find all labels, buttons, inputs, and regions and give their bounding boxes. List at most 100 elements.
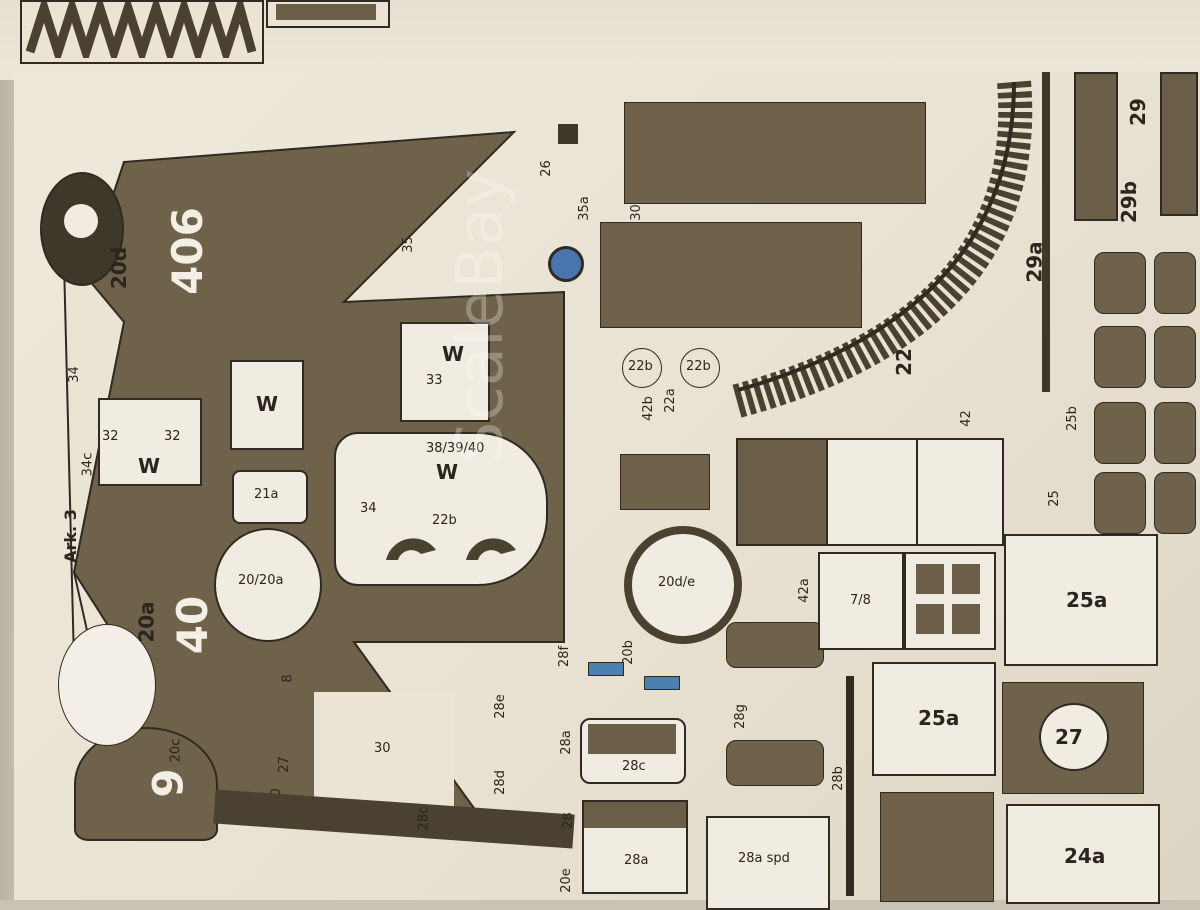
part-25b-3 [1094, 326, 1146, 388]
label-33: 33 [426, 373, 443, 388]
part-20-20a-circle: 20/20a [214, 528, 322, 642]
label-35: 35 [400, 236, 416, 253]
label-28a-spd: 28a spd [738, 851, 790, 866]
label-25: 25 [1046, 490, 1062, 507]
part-9-shape [74, 727, 218, 841]
part-27-dark-circle [40, 172, 124, 286]
label-7-8: 7/8 [850, 593, 871, 608]
label-29a: 29a [1022, 241, 1047, 283]
part-22-gear-arc [729, 80, 1033, 419]
label-20c: 20c [168, 738, 184, 763]
part-25b-1 [1094, 252, 1146, 314]
label-20a: 20a [134, 601, 159, 643]
label-34c: 34c [80, 452, 96, 477]
part-29a-strip [1042, 72, 1050, 392]
label-30: 30 [628, 204, 644, 221]
label-w-28: W [442, 342, 465, 366]
part-22b-circle-1 [622, 348, 662, 388]
label-20d: 20d [107, 246, 132, 290]
part-21a-panel: 21a [232, 470, 308, 524]
label-w-38: W [436, 460, 459, 484]
label-20e: 20e [558, 868, 574, 893]
top-part-frame-left [20, 0, 264, 64]
part-28-panel: W 33 [400, 322, 490, 422]
part-30-bottom: 30 [314, 692, 454, 812]
part-30-upper [600, 222, 862, 328]
label-22: 22 [891, 348, 916, 376]
part-28a-panel: 28a [582, 800, 688, 894]
label-8-left: 8 [280, 674, 296, 683]
label-25a-1: 25a [1066, 588, 1108, 612]
gear-halves-icon [386, 538, 516, 560]
label-27-right: 27 [1055, 725, 1083, 749]
label-28a: 28a [558, 730, 574, 755]
part-24a-panel: 24a [1006, 804, 1160, 904]
part-42-dark-panel [736, 438, 830, 546]
top-part-frame-right [266, 0, 390, 28]
label-28e: 28e [492, 694, 508, 719]
part-25b-4 [1154, 326, 1196, 388]
part-25a-panel-2: 25a [872, 662, 996, 776]
part-25b-2 [1154, 252, 1196, 314]
part-20a-oval [58, 624, 156, 746]
label-20b: 20b [620, 640, 636, 665]
label-22b-inner: 22b [432, 513, 457, 528]
part-42b [620, 454, 710, 510]
part-35a-blue-circle [548, 246, 584, 282]
part-25a-panel-1: 25a [1004, 534, 1158, 666]
label-28f: 28f [557, 645, 573, 668]
label-35a: 35a [576, 196, 592, 221]
part-7a-roof [624, 102, 926, 204]
label-28: 28 [560, 812, 576, 829]
part-28b-strip [846, 676, 854, 896]
part-7-8-panel: 7/8 [818, 552, 904, 650]
model-parts-sheet: 20d 406 40 9 8b 20a Ark. 3 34 34c 32 32 … [14, 72, 1200, 910]
part-20d-e-ring: 20d/e [624, 526, 742, 644]
part-25b-5 [1094, 402, 1146, 464]
label-29: 29 [1125, 98, 1150, 126]
label-22b-2: 22b [686, 359, 711, 374]
label-42a: 42a [796, 578, 812, 603]
label-20d-e: 20d/e [658, 575, 696, 590]
blue-tab-1 [588, 662, 624, 676]
label-22a: 22a [662, 388, 678, 413]
part-26-square [558, 124, 578, 144]
part-25b-7 [1094, 472, 1146, 534]
previous-sheet-edge [0, 0, 1200, 80]
label-25b: 25b [1064, 406, 1080, 431]
part-24-dark-panel [880, 792, 994, 902]
part-28a-spd-panel: 28a spd [706, 816, 830, 910]
label-25a-2: 25a [918, 706, 960, 730]
label-34: 34 [360, 501, 377, 516]
part-29b-strip [1074, 72, 1118, 221]
part-28c-panel: 28c [580, 718, 686, 784]
label-22b-1: 22b [628, 359, 653, 374]
label-40: 40 [168, 595, 218, 655]
label-26: 26 [538, 160, 554, 177]
part-42-light-panel [826, 438, 920, 546]
label-21a: 21a [254, 487, 279, 502]
zigzag-strip-icon [25, 2, 257, 58]
blue-tab-2 [644, 676, 680, 690]
label-9: 9 [143, 768, 193, 798]
label-38-39-40: 38/39/40 [426, 441, 485, 456]
label-24a: 24a [1064, 844, 1106, 868]
part-42-icons-panel [916, 438, 1004, 546]
watermark-text: ScaleBay [444, 168, 518, 462]
part-27-panel: 27 [1002, 682, 1144, 794]
part-29-strip [1160, 72, 1198, 216]
part-28g-upper [726, 622, 824, 668]
part-25-panel: W [230, 360, 304, 450]
label-28g: 28g [732, 704, 748, 729]
label-32a: 32 [102, 429, 119, 444]
part-25b-6 [1154, 402, 1196, 464]
part-22b-circle-2 [680, 348, 720, 388]
part-38-39-40-panel: 38/39/40 W 34 22b [334, 432, 548, 586]
label-28a-panel: 28a [624, 853, 649, 868]
label-28c-panel: 28c [622, 759, 646, 774]
label-34-top: 34 [66, 366, 82, 383]
part-32-panel: 32 32 W [98, 398, 202, 486]
label-28c: 28c [416, 806, 432, 831]
label-30-bottom: 30 [374, 741, 391, 756]
label-32b: 32 [164, 429, 181, 444]
